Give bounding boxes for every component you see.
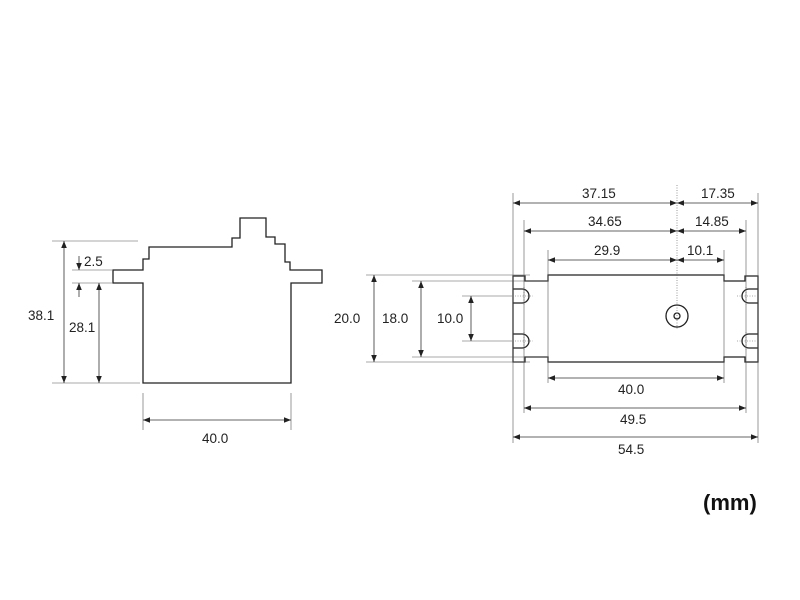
top-view: 37.15 17.35 34.65 14.85 29.9 10.1 20.0 1…	[334, 185, 759, 457]
dim-label-body-to-center: 29.9	[594, 243, 620, 258]
output-shaft	[665, 185, 689, 330]
dim-label-overall-depth: 20.0	[334, 311, 360, 326]
dim-label-body-width: 40.0	[202, 431, 228, 446]
dim-label-hole-span: 49.5	[620, 412, 646, 427]
dim-label-body-from-center: 10.1	[687, 243, 713, 258]
dim-label-body-height: 28.1	[69, 320, 95, 335]
dim-label-hole-spacing: 10.0	[437, 311, 463, 326]
dim-label-overall-to-center: 37.15	[582, 186, 616, 201]
side-view: 38.1 2.5 28.1 40.0	[28, 217, 323, 446]
unit-label: (mm)	[703, 490, 757, 515]
top-view-outline	[512, 274, 759, 363]
mounting-hole-top-left	[513, 287, 533, 305]
dim-label-body-length: 40.0	[618, 382, 644, 397]
dim-label-overall-length: 54.5	[618, 442, 644, 457]
mounting-hole-bottom-left	[513, 332, 533, 350]
dim-label-body-depth: 18.0	[382, 311, 408, 326]
mounting-hole-top-right	[737, 287, 758, 305]
dim-label-flange-thickness: 2.5	[84, 254, 103, 269]
dim-label-total-height: 38.1	[28, 308, 54, 323]
dim-label-holes-from-center: 14.85	[695, 214, 729, 229]
dim-label-overall-from-center: 17.35	[701, 186, 735, 201]
mounting-hole-bottom-right	[737, 332, 758, 350]
side-view-outline	[112, 217, 323, 384]
dim-label-holes-to-center: 34.65	[588, 214, 622, 229]
